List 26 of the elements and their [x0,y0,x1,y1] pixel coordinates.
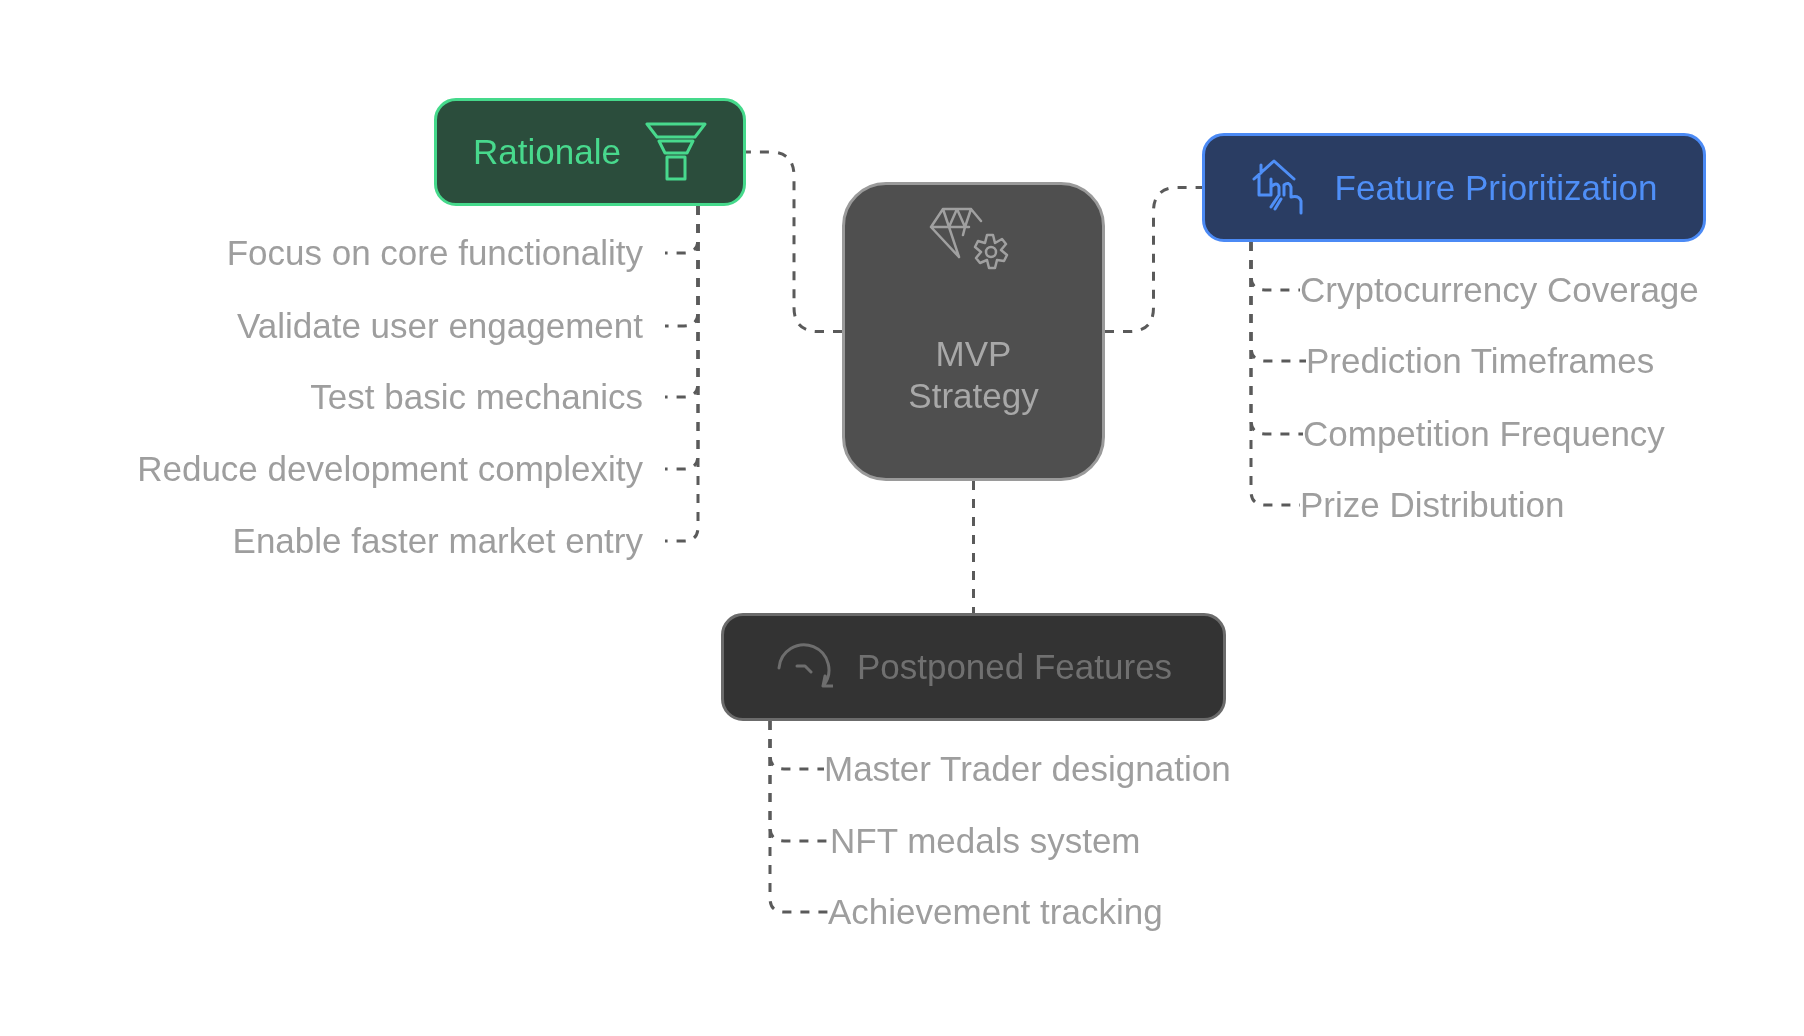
list-item-text: Master Trader designation [824,747,1344,791]
list-item-text: Focus on core functionality [40,231,665,275]
central-box [842,182,1105,481]
list-item-text: Enable faster market entry [40,519,665,563]
connector-line [972,481,975,613]
connector-line [665,206,700,543]
list-item-text: Competition Frequency [1303,412,1783,456]
box-title: Feature Prioritization [1334,166,1658,209]
list-item-text: Test basic mechanics [40,375,665,419]
category-box [721,613,1226,721]
box-title: Postponed Features [856,646,1173,688]
list-item-text: Validate user engagement [40,304,665,348]
category-box [434,98,746,206]
list-item-text: NFT medals system [830,819,1310,863]
box-title: Rationale [473,131,621,173]
connector-line [768,721,828,914]
list-item-text: Achievement tracking [828,890,1308,934]
list-item-text: Cryptocurrency Coverage [1300,268,1795,312]
connector-line [1249,242,1300,507]
connector-line [746,150,842,333]
connector-line [1105,186,1202,333]
list-item-text: Prize Distribution [1300,483,1780,527]
list-item-text: Reduce development complexity [40,447,665,491]
category-box [1202,133,1706,242]
list-item-text: Prediction Timeframes [1306,339,1786,383]
box-title: MVP Strategy [907,333,1040,417]
